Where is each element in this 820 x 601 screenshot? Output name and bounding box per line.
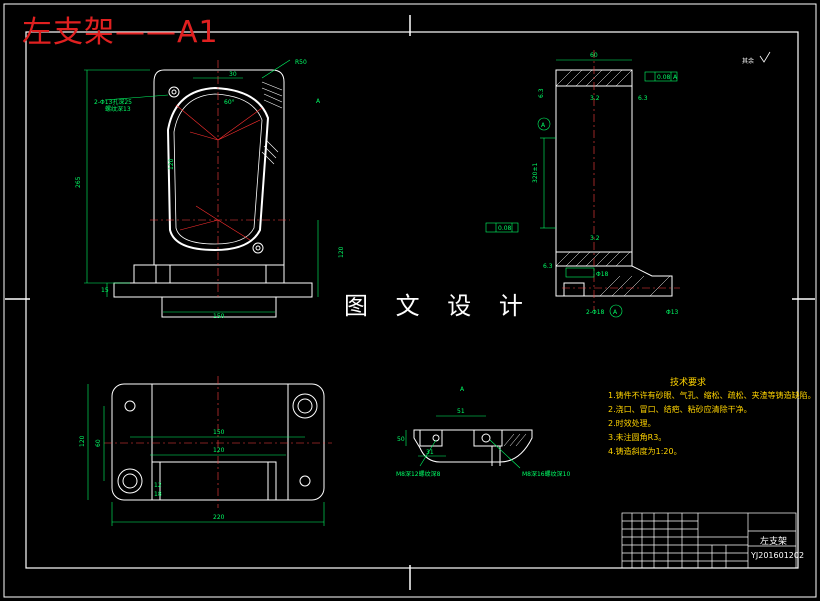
side-dim-2phi18: 2-Φ18 [586,309,605,316]
tech-requirement-3: 2.时效处理。 [608,419,656,428]
side-dim-phi18: Φ18 [596,271,609,278]
detail-dim-50: 50 [397,436,405,443]
rough-2: 3.2 [590,95,600,102]
plan-dim-220: 220 [213,514,225,521]
plan-dim-12: 12 [154,482,162,489]
title-block-part-name: 左支架 [760,537,788,547]
dim-r50: R50 [295,59,307,66]
title-block-drawing-code: YJ201601202 [751,551,805,560]
plan-dim-120: 120 [79,435,86,447]
detail-note-left: M8深12螺纹深8 [396,470,441,478]
rough-1: 6.3 [538,88,545,98]
front-section-label: A [316,98,321,105]
dim-15: 15 [101,287,109,294]
dim-30: 30 [229,71,237,78]
detail-section-label: A [460,386,465,393]
rough-4: 3.2 [590,235,600,242]
plan-dim-18: 18 [154,491,162,498]
detail-dim-31: 31 [426,449,434,456]
tech-requirement-2: 2.浇口、冒口、结疤、粘砂应清除干净。 [608,405,752,414]
tech-requirement-1: 1.铸件不许有砂眼、气孔、缩松、疏松、夹渣等铸造缺陷。 [608,391,816,400]
dim-120-b: 120 [338,246,345,258]
side-dim-phi13: Φ13 [666,309,679,316]
front-hole-note-2: 螺纹深13 [105,105,131,113]
side-parallel: 0.08 [498,225,512,232]
dim-120-a: 120 [168,158,175,170]
inner-frame [25,31,799,569]
front-hole-note: 2-Φ13孔深25 [94,98,132,106]
detail-view-a: A 51 31 50 M8深12螺纹深8 M8深16螺纹深10 [396,386,570,478]
rough-3: 6.3 [638,95,648,102]
tech-requirement-4: 3.未注圆角R3。 [608,433,667,442]
front-view: 2-Φ13孔深25 螺纹深13 30 R50 60° 265 120 120 1… [75,59,345,320]
side-dim-60: 60 [590,52,598,59]
dim-150: 150 [213,313,225,320]
roughness-symbol-icon [759,51,771,63]
side-datum-a: A [541,122,546,129]
title-block [621,512,797,569]
dim-60deg: 60° [224,99,235,106]
detail-dim-51: 51 [457,408,465,415]
roughness-note: 其余 [742,57,754,65]
plan-dim-60: 60 [95,439,102,447]
outer-frame [3,3,817,598]
tech-requirements-title: 技术要求 [670,378,707,388]
rough-5: 6.3 [543,263,553,270]
drawing-title: 左支架——A1 [22,15,219,50]
side-tolerance-ref: A [673,74,678,81]
plan-dim-120-b: 120 [213,447,225,454]
side-view: 60 0.08 A 320±1 0.08 A A 6.3 3.2 6.3 3.2… [485,50,680,318]
dim-265: 265 [75,176,82,188]
plan-dim-150: 150 [213,429,225,436]
side-tolerance: 0.08 [657,74,671,81]
watermark-text: 图 文 设 计 [342,286,535,321]
tech-requirement-5: 4.铸造斜度为1:20。 [608,447,682,456]
side-height-dim: 320±1 [532,163,539,183]
plan-view: 120 60 150 120 12 18 220 [79,376,332,526]
side-datum-b: A [613,309,618,316]
detail-note-right: M8深16螺纹深10 [522,470,570,478]
